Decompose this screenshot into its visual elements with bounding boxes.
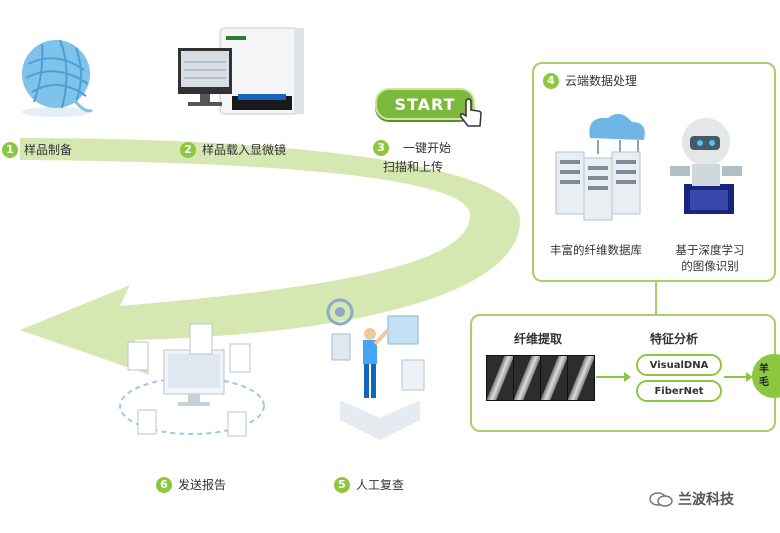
result-line2: 毛 bbox=[759, 377, 769, 388]
connector-line bbox=[655, 282, 657, 314]
microscope-device-icon bbox=[178, 27, 304, 115]
visualdna-method: VisualDNA bbox=[636, 354, 722, 376]
feature-analysis-label: 特征分析 bbox=[650, 332, 699, 346]
step-3-line2: 扫描和上传 bbox=[383, 160, 444, 174]
step-3-label: 3 一键开始 扫描和上传 bbox=[373, 139, 451, 175]
step-5-label: 5 人工复查 bbox=[334, 476, 404, 493]
deep-learning-line2: 的图像识别 bbox=[681, 259, 739, 273]
ai-robot-icon bbox=[670, 118, 742, 214]
fiber-image-2 bbox=[513, 355, 541, 401]
step-3-number: 3 bbox=[373, 139, 389, 156]
step-1-label: 1 样品制备 bbox=[2, 141, 72, 158]
step-3-line1: 一键开始 bbox=[403, 141, 452, 155]
human-review-illustration bbox=[326, 298, 425, 440]
deep-learning-label: 基于深度学习 的图像识别 bbox=[670, 242, 750, 274]
report-computer-illustration bbox=[119, 323, 265, 437]
step-4-number: 4 bbox=[543, 72, 559, 89]
fiber-image-4 bbox=[567, 355, 595, 401]
fiber-extraction-label: 纤维提取 bbox=[514, 332, 563, 346]
fiber-image-3 bbox=[540, 355, 568, 401]
result-wool-badge: 羊 毛 bbox=[752, 354, 780, 398]
watermark: 兰波科技 bbox=[648, 489, 734, 509]
start-button[interactable]: START bbox=[375, 88, 475, 120]
fiber-database-label: 丰富的纤维数据库 bbox=[550, 243, 642, 257]
step-5-text: 人工复查 bbox=[356, 478, 405, 492]
step-1-number: 1 bbox=[2, 141, 18, 158]
cloud-database-icon bbox=[555, 113, 645, 221]
step-6-number: 6 bbox=[156, 476, 172, 493]
yarn-ball-icon bbox=[22, 39, 93, 117]
step-6-label: 6 发送报告 bbox=[156, 476, 226, 493]
step-2-label: 2 样品载入显微镜 bbox=[180, 141, 286, 158]
watermark-text: 兰波科技 bbox=[678, 492, 734, 508]
wechat-icon bbox=[649, 492, 673, 507]
step-2-number: 2 bbox=[180, 141, 196, 158]
arrow-right-icon bbox=[724, 372, 753, 382]
step-2-text: 样品载入显微镜 bbox=[202, 143, 287, 157]
step-5-number: 5 bbox=[334, 476, 350, 493]
hand-pointer-icon bbox=[460, 98, 482, 127]
fibernet-method: FiberNet bbox=[636, 380, 722, 402]
result-line1: 羊 bbox=[759, 364, 769, 375]
step-4-text: 云端数据处理 bbox=[565, 74, 638, 88]
step-4-label: 4 云端数据处理 bbox=[543, 72, 637, 89]
arrow-right-icon bbox=[596, 372, 631, 382]
step-6-text: 发送报告 bbox=[178, 478, 227, 492]
step-1-text: 样品制备 bbox=[24, 143, 73, 157]
fiber-image-1 bbox=[486, 355, 514, 401]
deep-learning-line1: 基于深度学习 bbox=[675, 243, 745, 257]
start-button-label: START bbox=[394, 94, 456, 114]
